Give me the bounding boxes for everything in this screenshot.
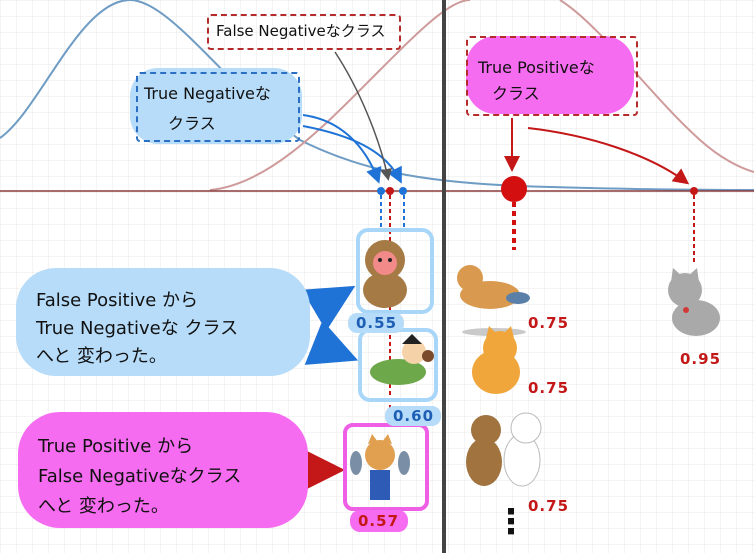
true-negative-label-box bbox=[136, 72, 300, 142]
tn-point-2 bbox=[399, 187, 407, 195]
fp-to-tn-note-line2: True Negativeな クラス bbox=[36, 318, 239, 339]
fisherman-icon bbox=[370, 334, 434, 385]
score-tabby-cat: 0.75 bbox=[528, 379, 570, 397]
cat-pair-icon bbox=[466, 412, 542, 487]
tn-label-arrow-1 bbox=[302, 114, 382, 184]
fish-vendor-frame bbox=[343, 423, 429, 511]
true-positive-label-line2: クラス bbox=[492, 84, 540, 103]
fish-vendor-cat-icon bbox=[350, 434, 410, 500]
monkey-frame bbox=[356, 228, 434, 314]
score-cat-pair: 0.75 bbox=[528, 497, 570, 515]
true-positive-cloud bbox=[466, 36, 634, 114]
true-positive-label-line1: True Positiveな bbox=[478, 58, 595, 77]
tabby-cat-icon bbox=[472, 326, 520, 394]
gray-cat-icon bbox=[668, 268, 720, 336]
score-cat-with-fish: 0.75 bbox=[528, 314, 570, 332]
tp-to-fn-note-cloud bbox=[18, 412, 308, 528]
fp-to-tn-note-line1: False Positive から bbox=[36, 290, 199, 311]
tp-to-fn-note-line3: へと 変わった。 bbox=[38, 496, 169, 517]
tp-to-fn-note-line2: False Negativeなクラス bbox=[38, 466, 242, 487]
fp-to-tn-note-cloud bbox=[16, 268, 310, 376]
score-fisherman: 0.60 bbox=[393, 407, 435, 425]
fp-to-tn-note-line3: へと 変わった。 bbox=[36, 346, 167, 367]
score-fish-vendor-cat: 0.57 bbox=[358, 512, 400, 530]
more-items-ellipsis: ⋮ bbox=[494, 502, 528, 542]
score-monkey: 0.55 bbox=[356, 314, 398, 332]
true-negative-label-line2: クラス bbox=[168, 114, 216, 133]
tp-to-fn-note-line1: True Positive から bbox=[38, 436, 194, 457]
tp-label-arrow-2 bbox=[527, 127, 690, 185]
tp-point-095 bbox=[690, 187, 698, 195]
tn-point-1 bbox=[377, 187, 385, 195]
monkey-icon bbox=[363, 240, 407, 308]
fp-to-tn-arrow-1 bbox=[301, 285, 356, 331]
true-negative-label-line1: True Negativeな bbox=[144, 84, 271, 103]
false-negative-label: False Negativeなクラス bbox=[216, 22, 386, 40]
tn-label-arrow-2 bbox=[302, 125, 402, 184]
fn-label-arrow bbox=[334, 51, 393, 181]
true-negative-cloud bbox=[130, 68, 302, 144]
tp-point-large bbox=[501, 176, 527, 202]
fp-to-tn-arrow-2 bbox=[304, 320, 359, 365]
score-gray-cat: 0.95 bbox=[680, 350, 722, 368]
true-positive-label-box bbox=[466, 36, 638, 116]
fn-point bbox=[386, 187, 394, 195]
false-negative-label-box bbox=[207, 14, 401, 50]
